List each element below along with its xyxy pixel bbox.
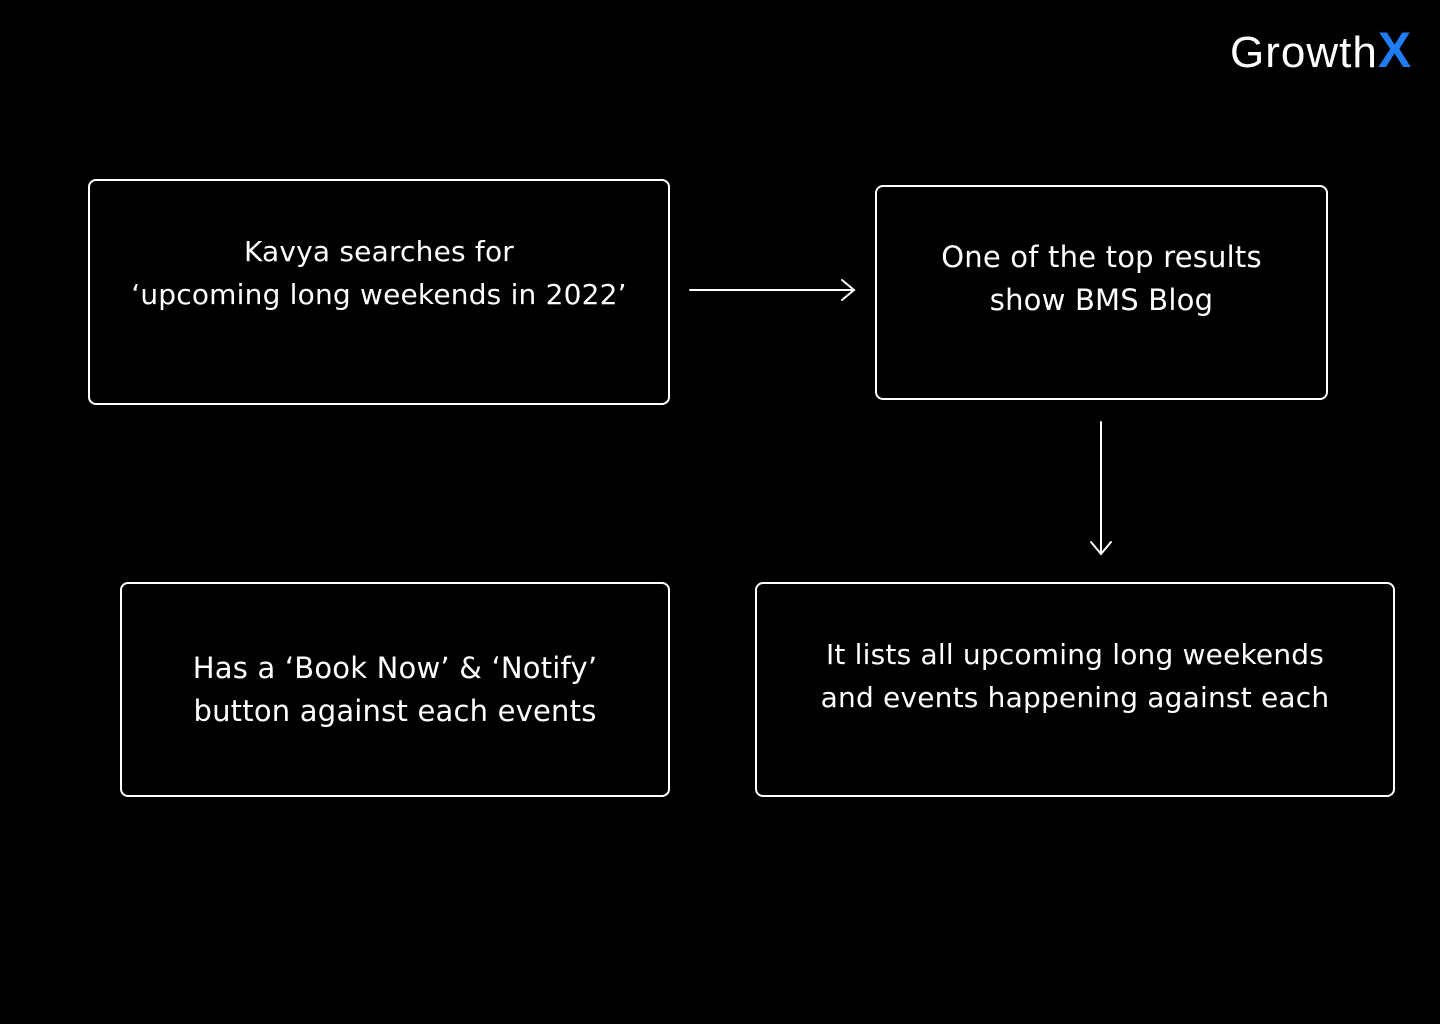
flow-step-top-result-line1: One of the top results bbox=[941, 239, 1262, 274]
flow-step-lists-weekends-text: It lists all upcoming long weekends and … bbox=[821, 633, 1330, 719]
flow-step-book-notify-text: Has a ‘Book Now’ & ‘Notify’ button again… bbox=[193, 647, 598, 733]
arrow-down-connector bbox=[1090, 421, 1112, 556]
flow-step-book-notify: Has a ‘Book Now’ & ‘Notify’ button again… bbox=[120, 582, 670, 797]
flow-step-top-result-line2: show BMS Blog bbox=[989, 282, 1214, 317]
flow-step-search-line2: ‘upcoming long weekends in 2022’ bbox=[131, 278, 627, 311]
flow-step-search-text: Kavya searches for ‘upcoming long weeken… bbox=[131, 230, 627, 316]
arrow-right-connector bbox=[689, 279, 856, 301]
logo-wordmark: Growth bbox=[1230, 28, 1378, 77]
flow-step-lists-weekends-line1: It lists all upcoming long weekends bbox=[825, 637, 1325, 671]
flow-step-lists-weekends-line2: and events happening against each bbox=[820, 680, 1330, 714]
flow-step-top-result: One of the top results show BMS Blog bbox=[875, 185, 1328, 400]
flow-step-book-notify-line1: Has a ‘Book Now’ & ‘Notify’ bbox=[192, 650, 598, 685]
flow-step-book-notify-line2: button against each events bbox=[193, 693, 597, 728]
flow-step-lists-weekends: It lists all upcoming long weekends and … bbox=[755, 582, 1395, 797]
logo-accent-letter: X bbox=[1377, 22, 1413, 78]
growthx-logo: GrowthX bbox=[1230, 24, 1412, 79]
flow-step-top-result-text: One of the top results show BMS Blog bbox=[941, 236, 1262, 322]
flow-step-search-line1: Kavya searches for bbox=[243, 235, 515, 268]
flow-step-search: Kavya searches for ‘upcoming long weeken… bbox=[88, 179, 670, 405]
